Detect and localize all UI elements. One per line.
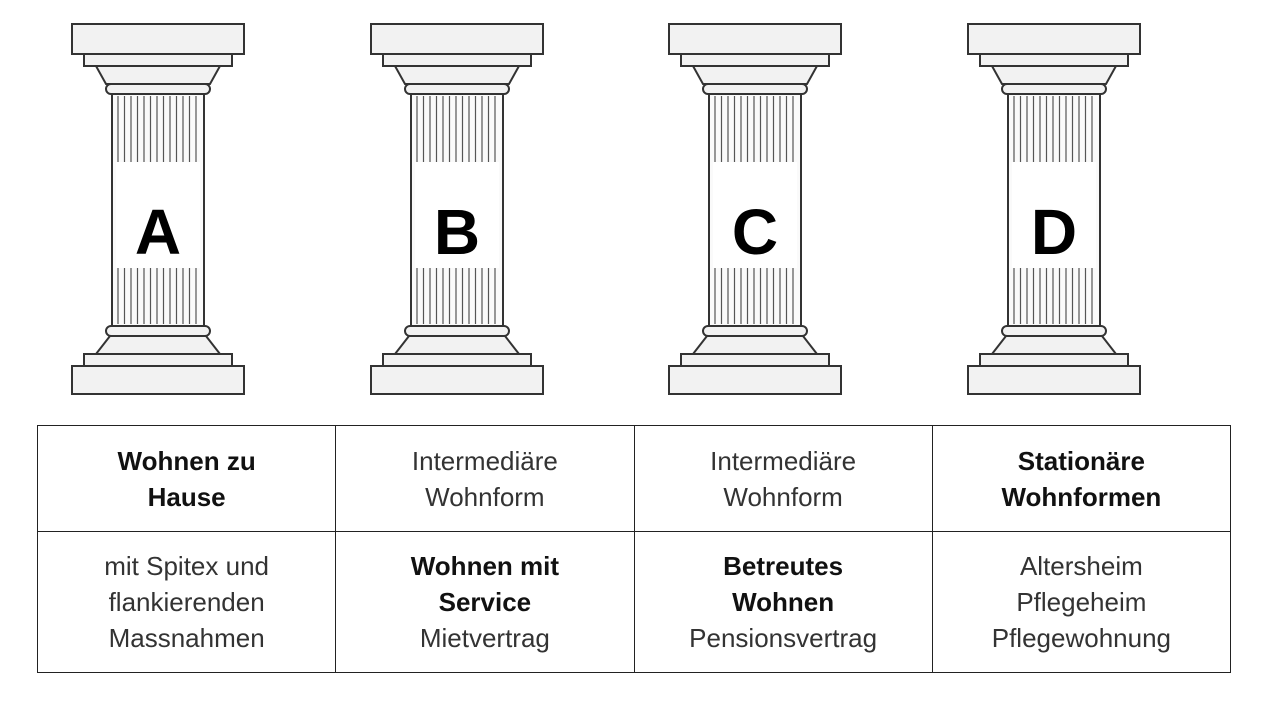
cell-text: Massnahmen	[108, 623, 265, 653]
cell-text: mit Spitex und	[104, 551, 269, 581]
column-icon	[668, 23, 842, 395]
pillar-letter: C	[731, 196, 779, 268]
pillar-letter: B	[433, 196, 481, 268]
cell-text-bold: Wohnen mit	[410, 551, 560, 581]
column-icon	[967, 23, 1141, 395]
cell-text: Mietvertrag	[419, 623, 550, 653]
cell-detail-d: Altersheim Pflegeheim Pflegewohnung	[931, 531, 1232, 673]
cell-text: Stationäre	[1017, 445, 1145, 476]
cell-text: Altersheim	[1019, 551, 1143, 581]
cell-text-bold: Service	[438, 587, 532, 617]
pillar-d: D	[966, 22, 1142, 396]
cell-text: Wohnform	[723, 481, 843, 512]
table-row-details: mit Spitex und flankierenden Massnahmen …	[36, 531, 1232, 673]
cell-text: Intermediäre	[710, 445, 857, 476]
cell-text: Pflegewohnung	[991, 623, 1171, 653]
cell-category-b: Intermediäre Wohnform	[335, 425, 635, 532]
pillar-c: C	[667, 22, 843, 396]
cell-text: Hause	[147, 481, 226, 512]
cell-text: Pensionsvertrag	[689, 623, 878, 653]
housing-forms-table: Wohnen zu Hause Intermediäre Wohnform In…	[36, 425, 1232, 673]
cell-text: Wohnen zu	[117, 445, 256, 476]
cell-text-bold: Betreutes	[723, 551, 844, 581]
cell-category-a: Wohnen zu Hause	[36, 425, 337, 532]
cell-text: Wohnformen	[1001, 481, 1162, 512]
pillar-letter: A	[134, 196, 182, 268]
cell-text: flankierenden	[108, 587, 265, 617]
cell-detail-c: Betreutes Wohnen Pensionsvertrag	[633, 531, 933, 673]
cell-category-d: Stationäre Wohnformen	[931, 425, 1232, 532]
pillar-a: A	[70, 22, 246, 396]
cell-detail-a: mit Spitex und flankierenden Massnahmen	[36, 531, 337, 673]
cell-text-bold: Wohnen	[732, 587, 835, 617]
cell-text: Pflegeheim	[1016, 587, 1147, 617]
cell-text: Wohnform	[425, 481, 545, 512]
pillar-b: B	[369, 22, 545, 396]
table-row-categories: Wohnen zu Hause Intermediäre Wohnform In…	[36, 425, 1232, 532]
column-icon	[370, 23, 544, 395]
cell-category-c: Intermediäre Wohnform	[633, 425, 933, 532]
cell-text: Intermediäre	[411, 445, 558, 476]
column-icon	[71, 23, 245, 395]
pillar-letter: D	[1030, 196, 1078, 268]
cell-detail-b: Wohnen mit Service Mietvertrag	[335, 531, 635, 673]
